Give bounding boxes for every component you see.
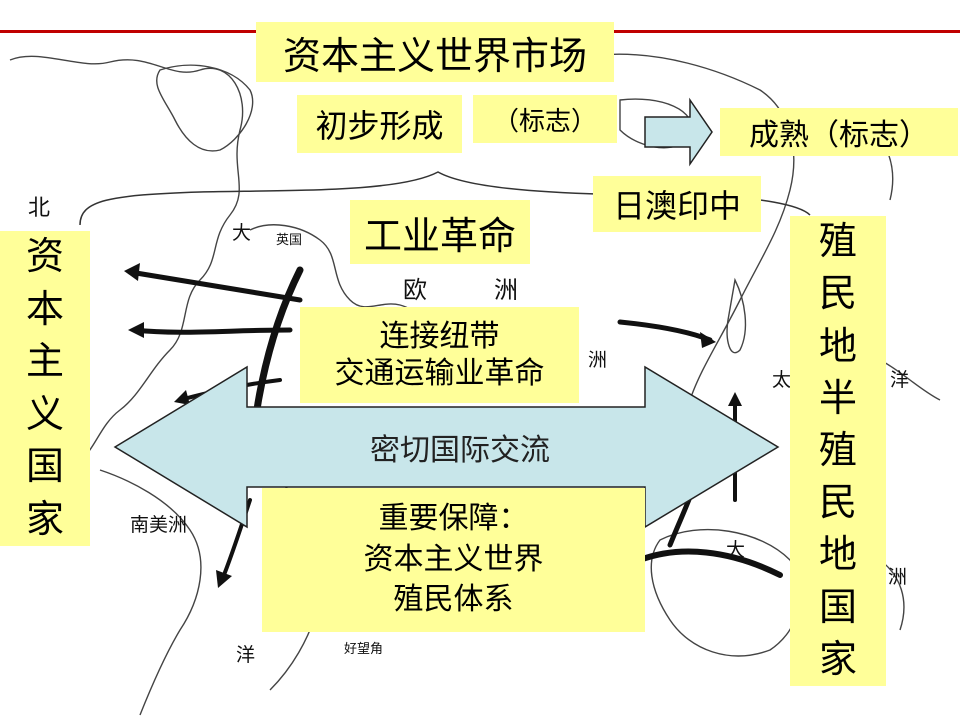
left-char: 义 [25, 391, 64, 436]
right-char: 家 [818, 636, 857, 681]
double-arrow-icon [113, 365, 780, 529]
route-head-5 [216, 570, 232, 588]
map-label-ou: 欧 [403, 276, 427, 304]
route-head-3 [174, 390, 190, 405]
left-char: 资 [25, 234, 64, 279]
map-label-da2: 大 [726, 539, 746, 561]
right-char: 地 [818, 532, 857, 577]
left-char: 本 [25, 286, 64, 331]
map-label-tai: 太 [772, 369, 792, 391]
map-label-south-america: 南美洲 [130, 514, 188, 536]
link-box: 连接纽带 交通运输业革命 [300, 307, 579, 403]
map-label-north: 北 [28, 196, 51, 221]
colonial-countries-box: 殖 民 地 半 殖 民 地 国 家 [790, 216, 886, 686]
formation-marker-box: （标志） [473, 95, 617, 143]
north-america-coast [9, 55, 244, 461]
right-char: 民 [818, 271, 857, 316]
right-char: 地 [818, 323, 857, 368]
route-arrow-7 [637, 548, 783, 578]
map-label-da: 大 [232, 222, 252, 244]
left-char: 家 [25, 496, 64, 541]
japan-coast [726, 277, 747, 354]
map-label-zhou: 洲 [494, 276, 518, 304]
route-head-1 [124, 263, 140, 281]
right-char: 半 [818, 375, 857, 420]
formation-box: 初步形成 [297, 95, 462, 153]
route-head-2 [128, 322, 144, 338]
right-arrow-icon [644, 97, 713, 167]
link-line-2: 交通运输业革命 [334, 356, 545, 391]
map-label-cape: 好望角 [344, 642, 384, 657]
guarantee-line-2: 资本主义世界 [363, 541, 544, 577]
title-box: 资本主义世界市场 [256, 22, 614, 82]
right-char: 民 [818, 480, 857, 525]
maturity-box: 成熟（标志） [720, 108, 958, 156]
guarantee-line-3: 殖民体系 [393, 582, 514, 618]
map-label-zhou2: 洲 [588, 349, 608, 371]
exchange-label: 密切国际交流 [370, 433, 550, 468]
route-arrow-2 [132, 327, 293, 335]
countries-box: 日澳印中 [593, 176, 761, 232]
map-label-yang2: 洋 [236, 644, 256, 666]
map-label-britain: 英国 [276, 233, 303, 248]
map-label-yang: 洋 [890, 369, 910, 391]
left-char: 国 [25, 444, 64, 489]
south-america-coast [99, 469, 202, 716]
map-label-zhou3: 洲 [888, 566, 908, 588]
route-head-9 [728, 392, 742, 406]
right-char: 国 [818, 584, 857, 629]
industrial-revolution-box: 工业革命 [350, 200, 530, 264]
australia-coast [650, 528, 802, 657]
link-line-1: 连接纽带 [379, 318, 500, 354]
left-char: 主 [25, 339, 64, 384]
guarantee-box: 重要保障： 资本主义世界 殖民体系 [262, 488, 645, 632]
right-char: 殖 [818, 428, 857, 473]
greenland-coast [156, 64, 254, 152]
route-head-6 [700, 332, 716, 348]
guarantee-line-1: 重要保障： [378, 501, 529, 537]
right-char: 殖 [818, 219, 857, 264]
route-arrow-1 [127, 269, 303, 303]
capitalist-countries-box: 资 本 主 义 国 家 [0, 231, 90, 546]
